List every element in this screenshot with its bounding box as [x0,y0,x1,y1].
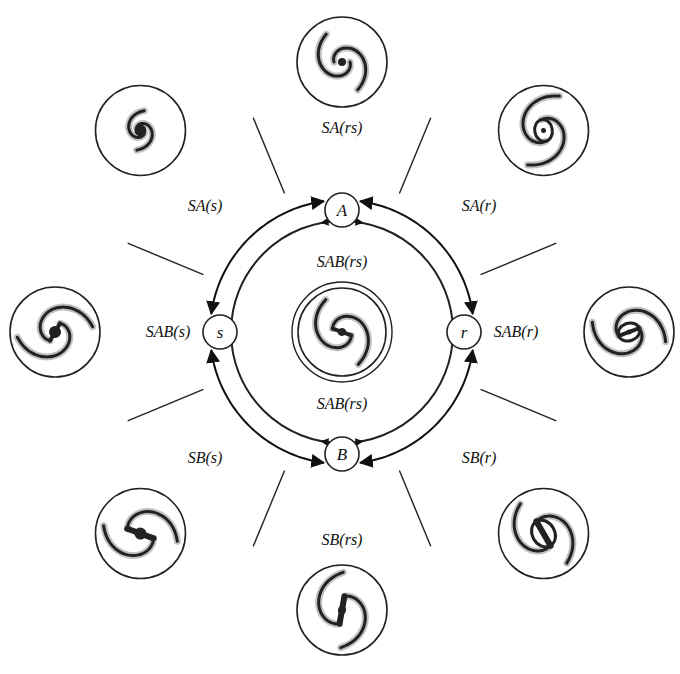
spiral-arm [97,521,154,562]
galaxy-nucleus [133,526,148,541]
galaxy-ring [527,516,560,551]
spiral-arm-haze [503,501,550,558]
galaxy-figure [584,287,674,377]
spiral-arm [334,48,366,90]
circle-border [325,193,359,227]
spiral-arm-haze [315,569,348,625]
galaxy-nucleus [540,530,547,537]
galaxy-frame [297,17,387,107]
galaxy-frame [584,287,674,377]
galaxy-nucleus [626,329,632,335]
circle-border [447,315,481,349]
transition-arc [211,350,324,463]
galaxy-frame [499,489,589,579]
spiral-arm [591,308,647,362]
spiral-arm-haze [336,596,369,652]
spiral-arm [127,505,184,546]
type-label: SA(rs) [320,119,365,137]
sector-line [481,243,557,274]
galaxy-bar [619,328,640,336]
galaxy-nucleus [338,58,346,66]
type-label: SA(r) [460,197,499,215]
spiral-arm-haze [520,116,568,167]
galaxy-nucleus [337,605,346,614]
type-label: SB(r) [460,449,499,467]
galaxy-ring [533,118,554,143]
galaxy-figure [10,287,100,377]
stage-circle: B [324,436,360,472]
galaxy-figure [499,489,589,579]
type-label: SB(s) [186,449,225,467]
transition-arc [211,201,324,314]
spiral-arm [125,120,157,153]
galaxy-frame [95,85,185,175]
galaxy-frame [298,288,386,376]
galaxy-frame [297,565,387,655]
stage-letter: B [337,446,347,463]
circle-border [203,315,237,349]
galaxy-figure [297,17,387,107]
galaxy-bar [537,521,551,545]
stage-letter: s [217,324,224,341]
stage-circle: r [446,314,482,350]
galaxy-figure [95,85,185,175]
galaxy-figure [95,489,185,579]
spiral-arm [336,596,369,652]
spiral-arm-haze [14,308,75,367]
galaxy-nucleus [132,122,149,139]
galaxy-nucleus [337,327,347,337]
spiral-arm [14,308,75,367]
spiral-arm-haze [127,505,184,546]
type-label: SAB(s) [144,323,192,341]
spiral-arm [520,116,568,167]
spiral-arm-haze [334,48,366,90]
sector-line [253,471,284,547]
spiral-arm [536,508,583,565]
sector-line [128,389,204,420]
galaxy-frame [499,85,589,175]
type-label: SA(s) [186,197,225,215]
spiral-arm-haze [536,508,583,565]
sector-line [253,118,284,194]
spiral-arm [503,501,550,558]
center-frame [292,282,392,382]
spiral-arm-haze [324,312,376,366]
galaxy-nucleus [47,324,63,340]
sector-line [128,243,204,274]
galaxy-figure [499,85,589,175]
stage-circle: s [202,314,238,350]
transition-arc [360,201,473,314]
sector-line [399,471,430,547]
circle-border [325,437,359,471]
sector-line [481,389,557,420]
type-label: SAB(r) [492,323,540,341]
transition-arc [360,350,473,463]
type-label: SAB(rs) [315,253,370,271]
stage-letter: r [461,324,468,341]
galaxy-ring [616,320,643,344]
spiral-arm [324,312,376,366]
sector-line [399,118,430,194]
spiral-arm-haze [125,120,157,153]
spiral-arm-haze [591,308,647,362]
type-label: SAB(rs) [315,395,370,413]
stage-circle: A [324,192,360,228]
spiral-arm [315,569,348,625]
galaxy-frame [95,489,185,579]
galaxy-nucleus [541,128,547,134]
galaxy-frame [10,287,100,377]
stage-letter: A [337,202,347,219]
inner-ring [231,221,453,443]
galaxy-figure [298,288,386,376]
type-label: SB(rs) [320,531,365,549]
spiral-arm-haze [97,521,154,562]
galaxy-figure [297,565,387,655]
